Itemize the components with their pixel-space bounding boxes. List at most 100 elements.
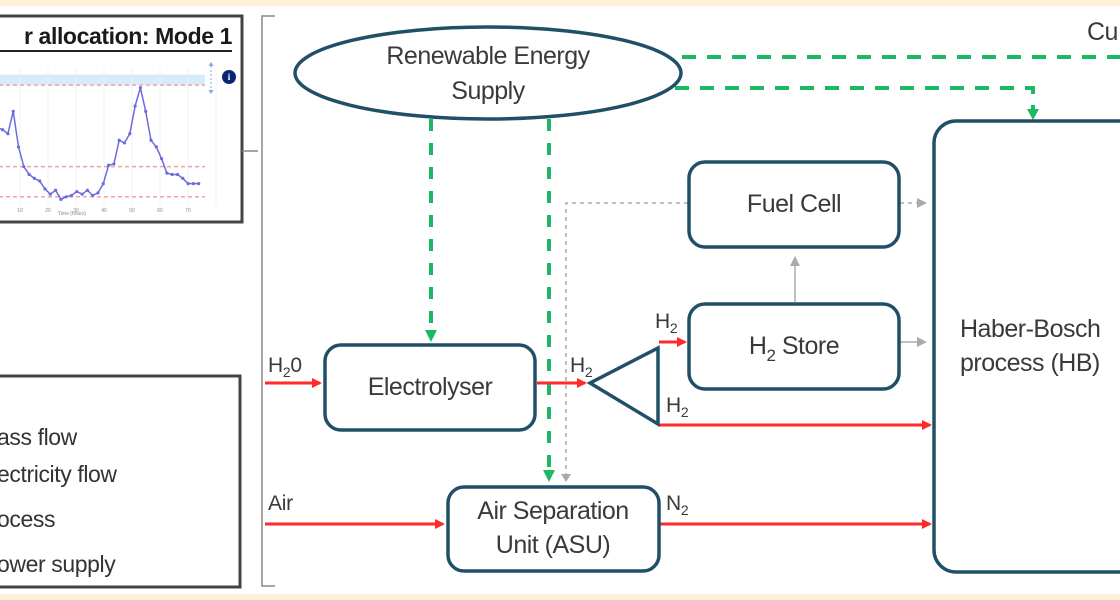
chart-data-point [69,193,74,198]
chart-data-point [154,145,158,149]
chart-data-point [165,171,169,175]
chart-data-point [175,172,180,177]
chart-panel-title: r allocation: Mode 1 [24,23,233,49]
chart-data-point [54,188,58,192]
chart-data-point [0,128,5,132]
chart-thresholds [0,84,205,198]
arrowhead [561,474,571,482]
chart-data-point [122,141,127,145]
electricity-flow-to-hb [675,86,1035,114]
chart-series-line [0,87,199,201]
chart-x-tick-label: 60 [157,208,163,214]
chart-data-point [48,192,52,196]
h2-to-store-label: H2 [655,310,678,336]
legend-panel-border [0,374,242,589]
chart-data-point [96,191,100,195]
chart-data-point [80,192,84,196]
chart-data-point [101,182,105,186]
chart-x-tick-label: 30 [73,208,79,214]
fuel-cell-label: Fuel Cell [747,190,841,218]
renewable-energy-ellipse [293,25,683,121]
legend-item-power-supply: ower supply [0,551,116,577]
chart-data-point [16,145,21,149]
chart-data-point [112,162,116,166]
h2-store-node[interactable]: H2 Store [687,302,901,391]
arrowhead [543,470,555,482]
chart-data-point [170,172,174,177]
figure-canvas: r allocation: Mode 1 10 20 30 40 50 60 70 Time… [0,6,1120,594]
chart-data-point [160,157,164,161]
legend-item-electricity-flow: ectricity flow [0,461,117,487]
chart-data-point [181,176,185,180]
chart-data-point [128,132,132,136]
haber-bosch-node[interactable]: Haber-Bosch process (HB) [932,119,1120,574]
chart-data-point [64,195,68,199]
chart-data-point [11,109,15,113]
renewable-label-line1: Renewable Energy [386,42,590,70]
chart-x-tick-label: 70 [185,208,191,214]
electricity-flows [425,55,1120,482]
chart-data-point [186,182,190,186]
electrolyser-label: Electrolyser [368,373,493,401]
arrowhead [1027,109,1039,120]
chart-data-point [27,172,31,177]
chart-series-points [0,86,201,202]
h2-store-label: H2 Store [749,332,839,365]
renewable-label-line2: Supply [451,77,525,105]
chart-panel: r allocation: Mode 1 10 20 30 40 50 60 70 Time… [0,14,244,224]
chart-data-point [138,86,142,90]
process-flow-diagram: r allocation: Mode 1 10 20 30 40 50 60 70 Time… [0,14,1120,589]
h2-out-label: H2 [570,354,593,380]
chart-data-point [22,164,26,169]
info-icon[interactable] [222,70,236,84]
chart-x-tick-label: 40 [101,208,107,214]
chart-data-point [191,182,195,186]
chart-x-tick-label: 50 [129,208,135,214]
chart-grid [19,68,217,206]
chart-data-point [107,163,111,167]
splitter-triangle [586,345,660,428]
h2-direct-label: H2 [666,394,689,420]
chart-data-point [43,187,47,191]
asu-label-line1: Air Separation [477,497,628,525]
asu-label-line2: Unit (ASU) [496,531,610,559]
n2-flow-label: N2 [666,492,689,518]
electrolyser-node[interactable]: Electrolyser [323,343,537,432]
chart-data-point [6,132,10,136]
air-separation-unit-node[interactable]: Air Separation Unit (ASU) [446,485,661,573]
chart-data-point [85,188,89,192]
splitter-node[interactable] [586,345,660,428]
chart-x-tick-label: 10 [17,208,23,214]
chart-x-tick-label: 20 [45,208,51,214]
renewable-energy-supply-node[interactable]: Renewable Energy Supply [293,25,683,121]
chart-data-point [117,138,121,142]
legend-item-process: ocess [0,506,55,532]
mass-flows [265,337,932,529]
chart-x-ticks: 10 20 30 40 50 60 70 [17,208,191,214]
auxiliary-flows [561,198,927,482]
fuel-cell-node[interactable]: Fuel Cell [687,160,901,249]
chart-data-point [197,182,201,186]
diagram-bracket [261,15,275,587]
chart-data-point [32,176,37,180]
chart-x-label: Time (hours) [58,211,86,217]
hb-label-line2: process (HB) [960,349,1100,377]
chart-data-point [133,104,137,108]
chart-data-point [91,193,95,198]
arrowhead [425,330,437,342]
info-button[interactable]: i [222,70,236,84]
chart-data-point [149,138,153,142]
chart-data-point [59,197,63,202]
fuel-cell-to-asu-flow [565,202,688,476]
info-glyph: i [228,72,231,82]
hb-label-line1: Haber-Bosch [960,315,1100,343]
air-flow-label: Air [268,492,293,515]
chart-band [0,74,205,86]
chart-plot-area: 10 20 30 40 50 60 70 Time (hours) [0,68,217,217]
curtailment-label: Cu [1087,18,1118,46]
legend-item-mass-flow: ass flow [0,424,78,450]
chart-data-point [75,189,79,194]
legend-panel: ass flow ectricity flow ocess ower suppl… [0,374,242,589]
chart-data-point [38,179,42,183]
chart-data-point [144,109,148,113]
